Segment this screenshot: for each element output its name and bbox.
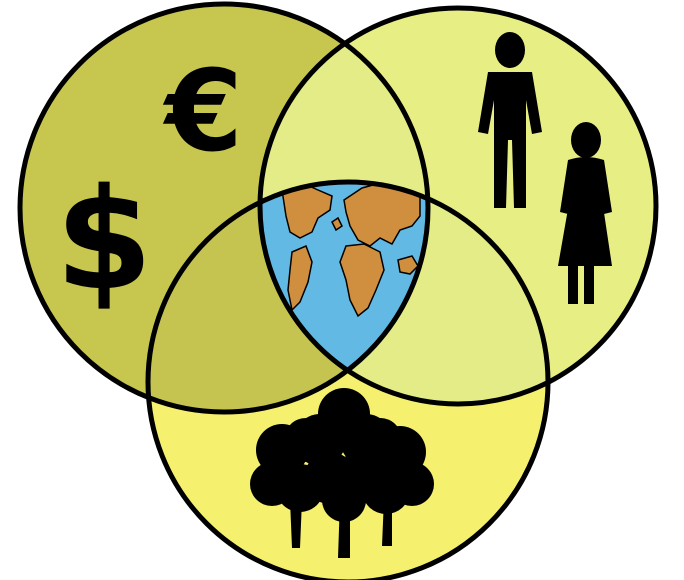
currency-icon: € $ bbox=[55, 47, 243, 322]
people-icon bbox=[478, 32, 612, 304]
euro-symbol: € bbox=[162, 47, 243, 177]
dollar-symbol: $ bbox=[55, 159, 152, 322]
woman-icon bbox=[558, 122, 612, 304]
trees-icon bbox=[250, 388, 434, 558]
man-icon bbox=[478, 32, 542, 208]
